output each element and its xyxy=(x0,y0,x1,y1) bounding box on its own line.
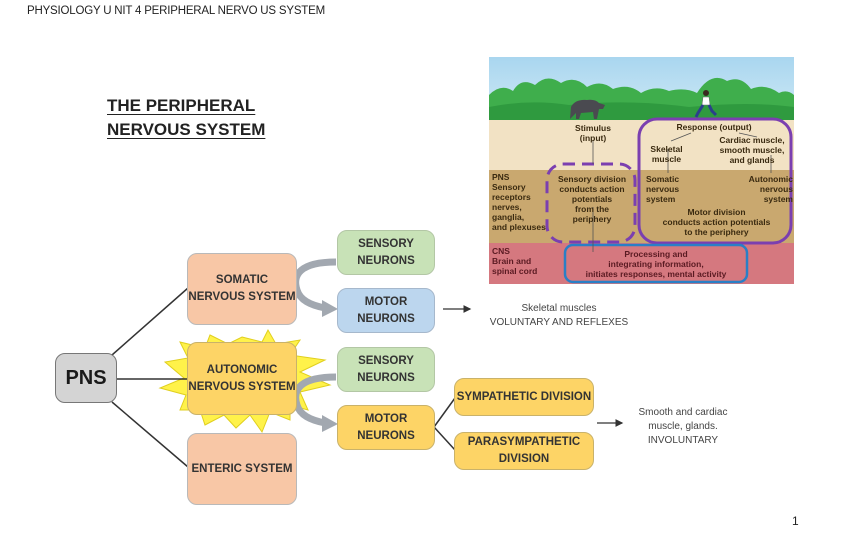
processing-label: Processing and integrating information, … xyxy=(585,249,727,279)
cns-label: CNS Brain and spinal cord xyxy=(492,246,538,276)
enteric-system-node: ENTERIC SYSTEM xyxy=(187,433,297,505)
line-pns-enteric xyxy=(111,401,189,468)
motor-division-label: Motor division conducts action potential… xyxy=(662,207,771,237)
somatic-motor-neurons-node: MOTOR NEURONS xyxy=(337,288,435,333)
autonomic-target-line-3: INVOLUNTARY xyxy=(647,435,719,446)
cns-band xyxy=(489,243,794,284)
autonomic-motor-neurons-node: MOTOR NEURONS xyxy=(337,405,435,450)
sensory-division-dashed-outline xyxy=(545,162,637,244)
sympathetic-division-node: SYMPATHETIC DIVISION xyxy=(454,378,594,416)
somatic-target-note: Skeletal muscles VOLUNTARY AND REFLEXES xyxy=(474,302,644,330)
skeletal-muscle-label: Skeletal muscle xyxy=(650,144,683,164)
line-motor-sympathetic xyxy=(433,397,456,428)
somatic-target-line-2: VOLUNTARY AND REFLEXES xyxy=(489,317,629,328)
curve-arrowhead-somatic xyxy=(322,300,338,317)
title-line-2: NERVOUS SYSTEM xyxy=(107,120,266,139)
autonomic-target-line-1: Smooth and cardiac xyxy=(638,407,728,418)
autonomic-sensory-neurons-node: SENSORY NEURONS xyxy=(337,347,435,392)
motor-division-outline xyxy=(637,117,793,245)
somatic-ns-label: Somatic nervous system xyxy=(646,174,680,204)
cns-processing-outline xyxy=(563,243,749,284)
curve-arrowhead-autonomic xyxy=(322,415,338,432)
sensory-division-label: Sensory division conducts action potenti… xyxy=(557,174,627,224)
response-label: Response (output) xyxy=(676,122,752,132)
page-number: 1 xyxy=(792,514,799,528)
autonomic-target-note: Smooth and cardiac muscle, glands. INVOL… xyxy=(618,406,748,448)
curve-arrow-somatic xyxy=(292,258,337,312)
running-person-icon xyxy=(694,90,718,118)
parasympathetic-division-node: PARASYMPATHETIC DIVISION xyxy=(454,432,594,470)
line-pns-somatic xyxy=(111,287,189,356)
pns-description-label: PNS Sensory receptors nerves, ganglia, a… xyxy=(492,172,546,232)
illustration-overlays xyxy=(545,117,793,284)
page-header: PHYSIOLOGY U NIT 4 PERIPHERAL NERVO US S… xyxy=(27,5,325,17)
title-line-1: THE PERIPHERAL xyxy=(107,96,256,115)
cardiac-smooth-label: Cardiac muscle, smooth muscle, and gland… xyxy=(719,135,785,165)
somatic-nervous-system-node: SOMATIC NERVOUS SYSTEM xyxy=(187,253,297,325)
somatic-sensory-neurons-node: SENSORY NEURONS xyxy=(337,230,435,275)
line-motor-parasympathetic xyxy=(433,426,456,451)
stimulus-label: Stimulus (input) xyxy=(575,123,611,143)
autonomic-nervous-system-node: AUTONOMIC NERVOUS SYSTEM xyxy=(187,342,297,415)
pns-root-node: PNS xyxy=(55,353,117,403)
page-title: THE PERIPHERAL NERVOUS SYSTEM xyxy=(107,94,265,142)
nervous-system-illustration: Stimulus (input) Response (output) Skele… xyxy=(489,57,794,284)
somatic-target-line-1: Skeletal muscles xyxy=(521,303,597,314)
autonomic-ns-label: Autonomic nervous system xyxy=(748,174,793,204)
bear-icon xyxy=(570,99,605,119)
autonomic-target-line-2: muscle, glands. xyxy=(648,421,718,432)
trees-background xyxy=(489,77,794,121)
